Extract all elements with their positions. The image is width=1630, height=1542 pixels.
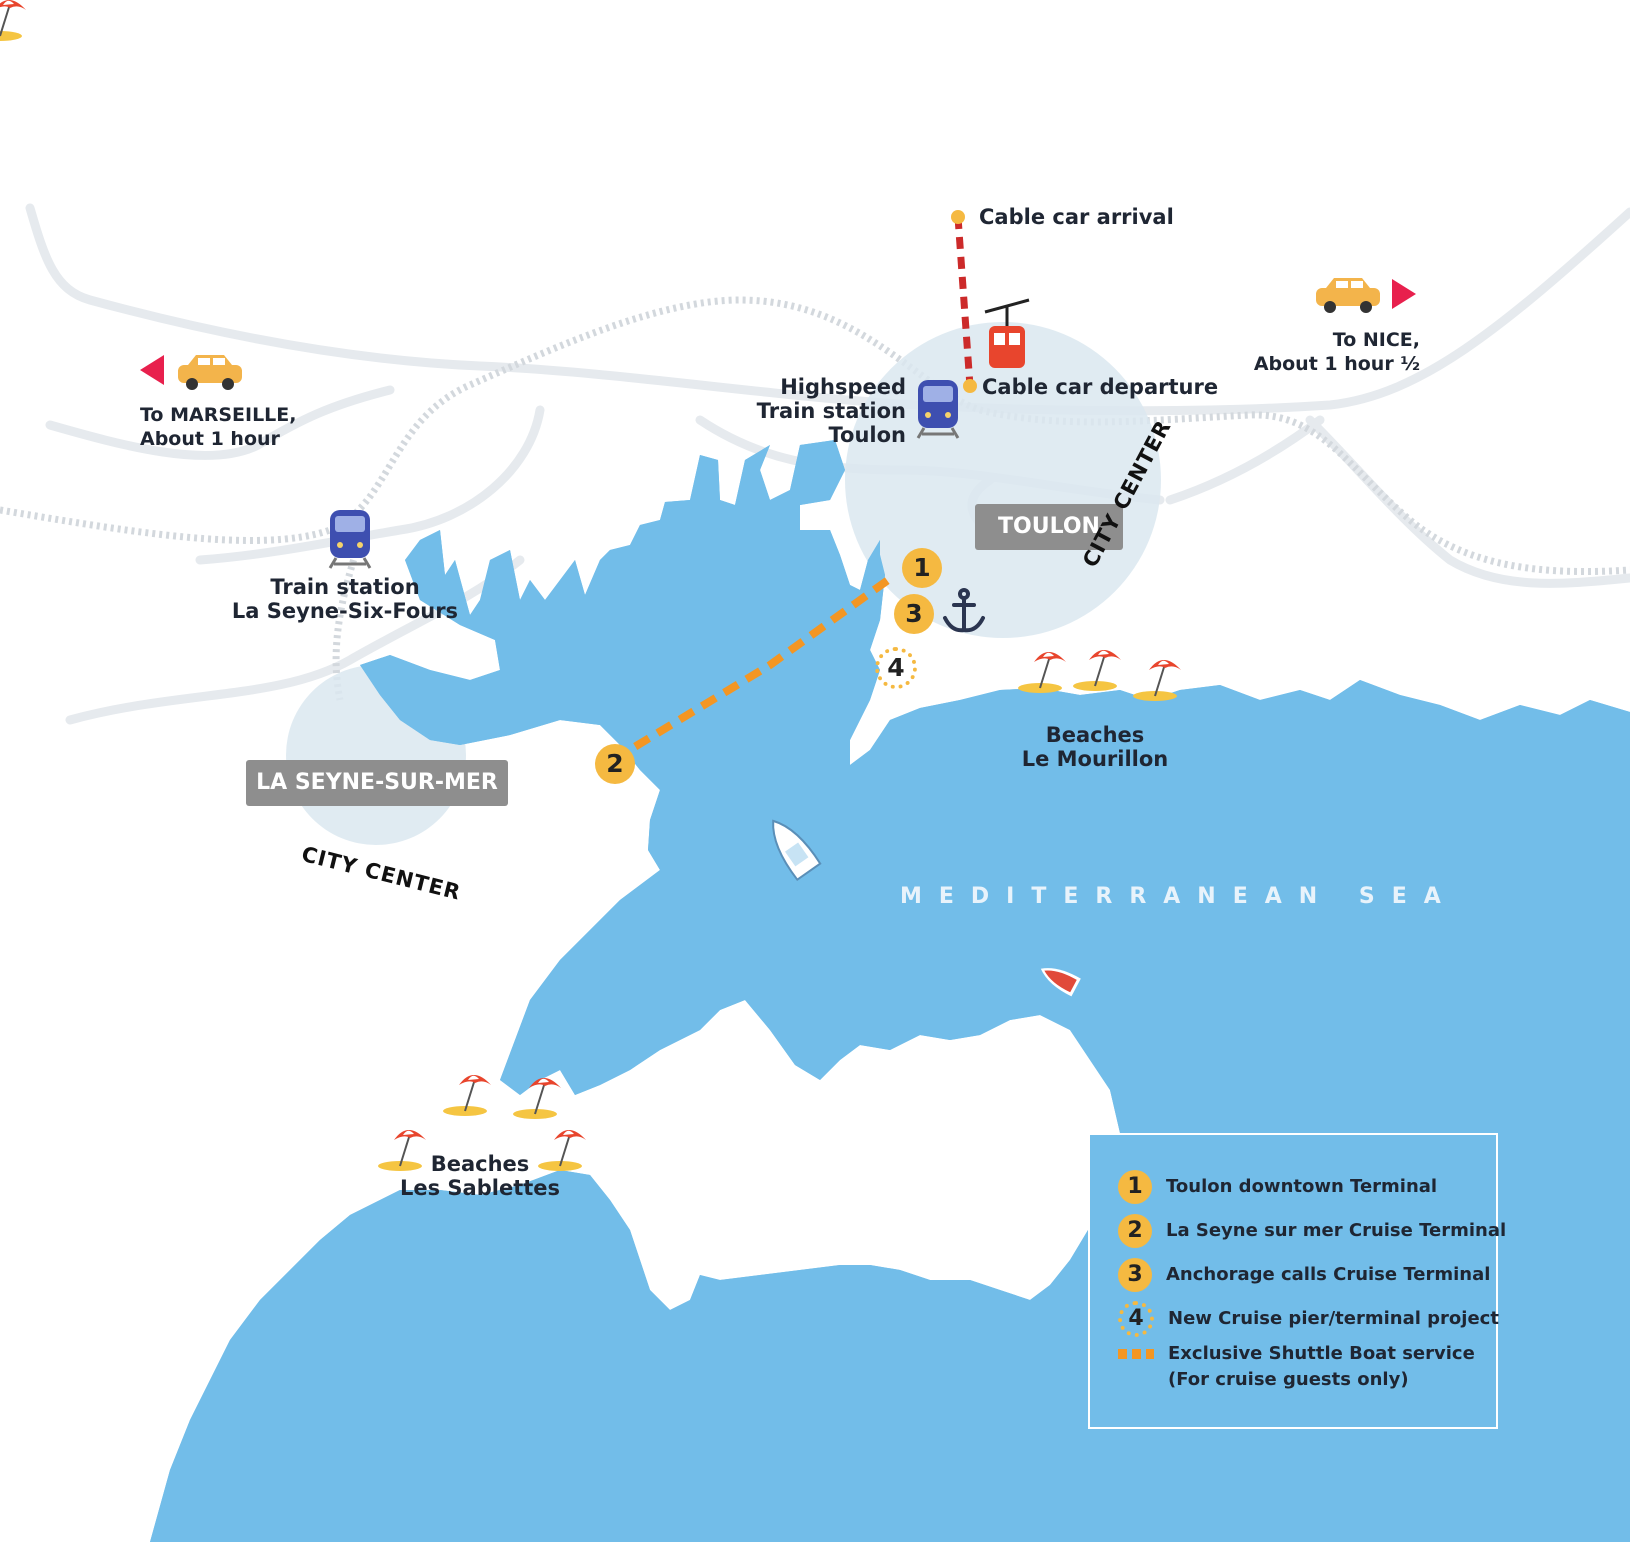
legend-label-1: Toulon downtown Terminal: [1166, 1176, 1438, 1197]
to-nice-label: To NICE, About 1 hour ½: [1230, 328, 1420, 376]
beaches-mourillon-line-1: Beaches: [1045, 723, 1145, 747]
beaches-sablettes-line-2: Les Sablettes: [399, 1176, 561, 1200]
legend-marker-1: 1: [1118, 1170, 1152, 1204]
legend-item-2: 2 La Seyne sur mer Cruise Terminal: [1118, 1211, 1506, 1251]
to-nice-line-1: To NICE,: [1332, 329, 1420, 351]
cable-car-arrival-label: Cable car arrival: [979, 205, 1174, 229]
anchor-icon: [943, 588, 985, 633]
boat-icon: [772, 819, 822, 882]
toulon-city-label: TOULON: [975, 504, 1123, 550]
train-icon: [916, 380, 960, 439]
railway: [0, 296, 1630, 701]
highspeed-station-line-1: Highspeed: [780, 375, 906, 399]
legend-shuttle-line-1: Exclusive Shuttle Boat service: [1168, 1343, 1475, 1364]
legend-item-3: 3 Anchorage calls Cruise Terminal: [1118, 1255, 1490, 1295]
cable-car-arrival-dot: [951, 210, 965, 224]
cable-car-line: [954, 216, 974, 387]
beach-umbrella-icon: [0, 0, 26, 41]
to-marseille-line-1: To MARSEILLE,: [140, 404, 297, 426]
sea: [150, 440, 1630, 1542]
highspeed-station-line-2: Train station: [756, 399, 906, 423]
legend-label-4: New Cruise pier/terminal project: [1168, 1308, 1499, 1329]
to-nice-line-2: About 1 hour ½: [1253, 353, 1420, 375]
highspeed-station-label: Highspeed Train station Toulon: [740, 375, 906, 447]
beaches-mourillon-line-2: Le Mourillon: [1021, 747, 1169, 771]
legend-marker-4: 4: [1118, 1301, 1154, 1337]
cable-car-departure-dot: [963, 379, 977, 393]
cable-car-icon: [984, 298, 1030, 368]
legend-label-2: La Seyne sur mer Cruise Terminal: [1166, 1220, 1507, 1241]
train-station-label: Train station La Seyne-Six-Fours: [225, 575, 465, 623]
shuttle-dash-swatch: [1118, 1349, 1154, 1359]
marker-3[interactable]: 3: [894, 594, 934, 634]
to-marseille-label: To MARSEILLE, About 1 hour: [140, 403, 297, 451]
legend-item-1: 1 Toulon downtown Terminal: [1118, 1167, 1437, 1207]
legend-marker-2: 2: [1118, 1214, 1152, 1248]
sea-label: MEDITERRANEAN SEA: [900, 884, 1458, 909]
legend-item-shuttle: Exclusive Shuttle Boat service (For crui…: [1118, 1341, 1475, 1390]
legend-label-shuttle: Exclusive Shuttle Boat service (For crui…: [1168, 1341, 1475, 1393]
marker-1[interactable]: 1: [902, 548, 942, 588]
legend-shuttle-line-2: (For cruise guests only): [1168, 1369, 1409, 1390]
legend-label-3: Anchorage calls Cruise Terminal: [1166, 1264, 1491, 1285]
la-seyne-city-label: LA SEYNE-SUR-MER: [246, 760, 508, 806]
legend-item-4: 4 New Cruise pier/terminal project: [1118, 1299, 1499, 1339]
highspeed-station-line-3: Toulon: [828, 423, 907, 447]
legend: 1 Toulon downtown Terminal 2 La Seyne su…: [1088, 1133, 1506, 1429]
beaches-sablettes-label: Beaches Les Sablettes: [390, 1152, 570, 1200]
beaches-sablettes-line-1: Beaches: [430, 1152, 530, 1176]
marker-4[interactable]: 4: [875, 647, 917, 689]
train-station-line-2: La Seyne-Six-Fours: [231, 599, 459, 623]
marker-2[interactable]: 2: [595, 744, 635, 784]
car-icon: [1316, 278, 1380, 313]
arrow-left-icon: [140, 355, 164, 385]
train-icon: [328, 510, 372, 569]
toulon-city-circle: [845, 322, 1161, 638]
car-icon: [178, 355, 242, 390]
cable-car-departure-label: Cable car departure: [982, 375, 1219, 399]
beaches-mourillon-label: Beaches Le Mourillon: [1005, 723, 1185, 771]
to-marseille-line-2: About 1 hour: [140, 428, 280, 450]
train-station-line-1: Train station: [270, 575, 420, 599]
boat-icon: [1040, 968, 1081, 997]
legend-marker-3: 3: [1118, 1258, 1152, 1292]
shuttle-route: [610, 571, 898, 764]
arrow-right-icon: [1392, 279, 1416, 309]
